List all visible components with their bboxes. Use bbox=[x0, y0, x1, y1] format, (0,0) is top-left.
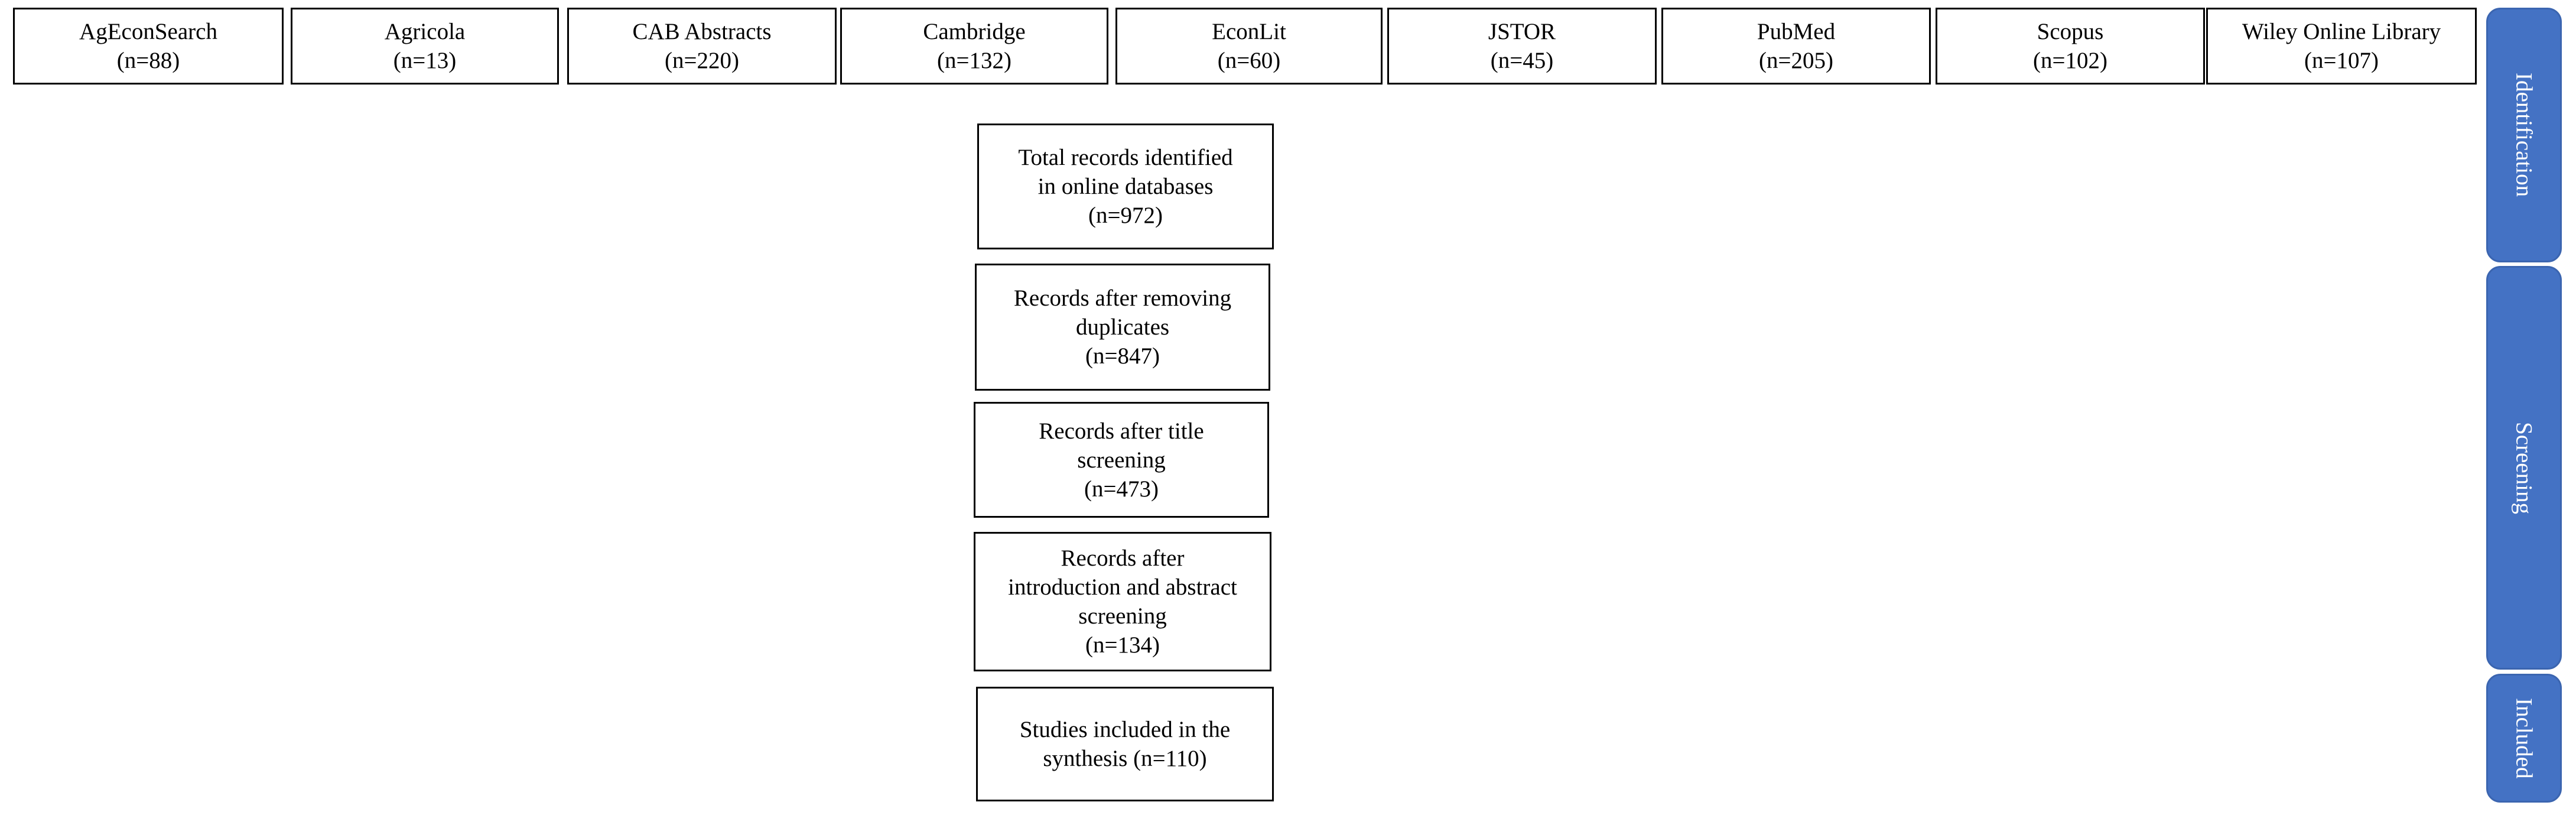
flow-line: Records after removing bbox=[1013, 285, 1232, 311]
flow-line: (n=847) bbox=[1085, 343, 1160, 369]
database-name: CAB Abstracts bbox=[632, 19, 772, 44]
flow-line: Studies included in the bbox=[1019, 717, 1231, 742]
flow-line: Records after title bbox=[1039, 418, 1204, 444]
database-box-cab-abstracts: CAB Abstracts (n=220) bbox=[567, 8, 837, 85]
flow-line: duplicates bbox=[1075, 314, 1170, 340]
flow-box-included: Studies included in the synthesis (n=110… bbox=[976, 687, 1274, 801]
flow-line: introduction and abstract bbox=[1008, 574, 1237, 600]
database-name: AgEconSearch bbox=[79, 19, 217, 44]
flow-box-identified: Total records identified in online datab… bbox=[977, 124, 1274, 249]
flow-line: Records after bbox=[1061, 546, 1185, 571]
database-count: (n=13) bbox=[393, 48, 457, 73]
flow-line: in online databases bbox=[1037, 174, 1214, 199]
flow-line: synthesis (n=110) bbox=[1043, 746, 1207, 771]
database-box-agecon-search: AgEconSearch (n=88) bbox=[13, 8, 284, 85]
database-name: Wiley Online Library bbox=[2242, 19, 2441, 44]
database-box-agricola: Agricola (n=13) bbox=[291, 8, 559, 85]
database-count: (n=205) bbox=[1759, 48, 1833, 73]
database-count: (n=45) bbox=[1490, 48, 1554, 73]
flow-line: screening bbox=[1077, 447, 1166, 473]
database-name: Agricola bbox=[384, 19, 466, 44]
database-count: (n=88) bbox=[116, 48, 180, 73]
phase-label: Screening bbox=[2511, 421, 2537, 514]
database-box-wiley-online-library: Wiley Online Library (n=107) bbox=[2206, 8, 2477, 85]
phase-label: Included bbox=[2511, 697, 2537, 779]
database-box-jstor: JSTOR (n=45) bbox=[1387, 8, 1657, 85]
database-box-pubmed: PubMed (n=205) bbox=[1661, 8, 1931, 85]
flow-box-abstract-screened: Records after introduction and abstract … bbox=[974, 532, 1271, 671]
phase-bar-identification: Identification bbox=[2486, 8, 2562, 262]
database-count: (n=132) bbox=[937, 48, 1011, 73]
flow-line: (n=134) bbox=[1085, 632, 1160, 658]
phase-bar-included: Included bbox=[2486, 674, 2562, 803]
flow-line: screening bbox=[1078, 603, 1167, 629]
phase-label: Identification bbox=[2511, 73, 2537, 197]
database-name: Scopus bbox=[2037, 19, 2104, 44]
database-box-econlit: EconLit (n=60) bbox=[1115, 8, 1383, 85]
database-name: Cambridge bbox=[923, 19, 1026, 44]
database-count: (n=107) bbox=[2304, 48, 2379, 73]
flow-box-title-screened: Records after title screening (n=473) bbox=[974, 402, 1269, 518]
database-count: (n=60) bbox=[1217, 48, 1281, 73]
flow-box-deduplicated: Records after removing duplicates (n=847… bbox=[975, 264, 1270, 391]
flow-line: (n=972) bbox=[1088, 203, 1163, 228]
database-name: PubMed bbox=[1757, 19, 1836, 44]
flow-line: Total records identified bbox=[1018, 145, 1233, 170]
database-count: (n=220) bbox=[665, 48, 739, 73]
database-name: JSTOR bbox=[1488, 19, 1556, 44]
flow-line: (n=473) bbox=[1084, 476, 1159, 502]
database-name: EconLit bbox=[1212, 19, 1286, 44]
database-count: (n=102) bbox=[2033, 48, 2107, 73]
phase-bar-screening: Screening bbox=[2486, 266, 2562, 670]
database-box-cambridge: Cambridge (n=132) bbox=[840, 8, 1108, 85]
database-box-scopus: Scopus (n=102) bbox=[1936, 8, 2205, 85]
